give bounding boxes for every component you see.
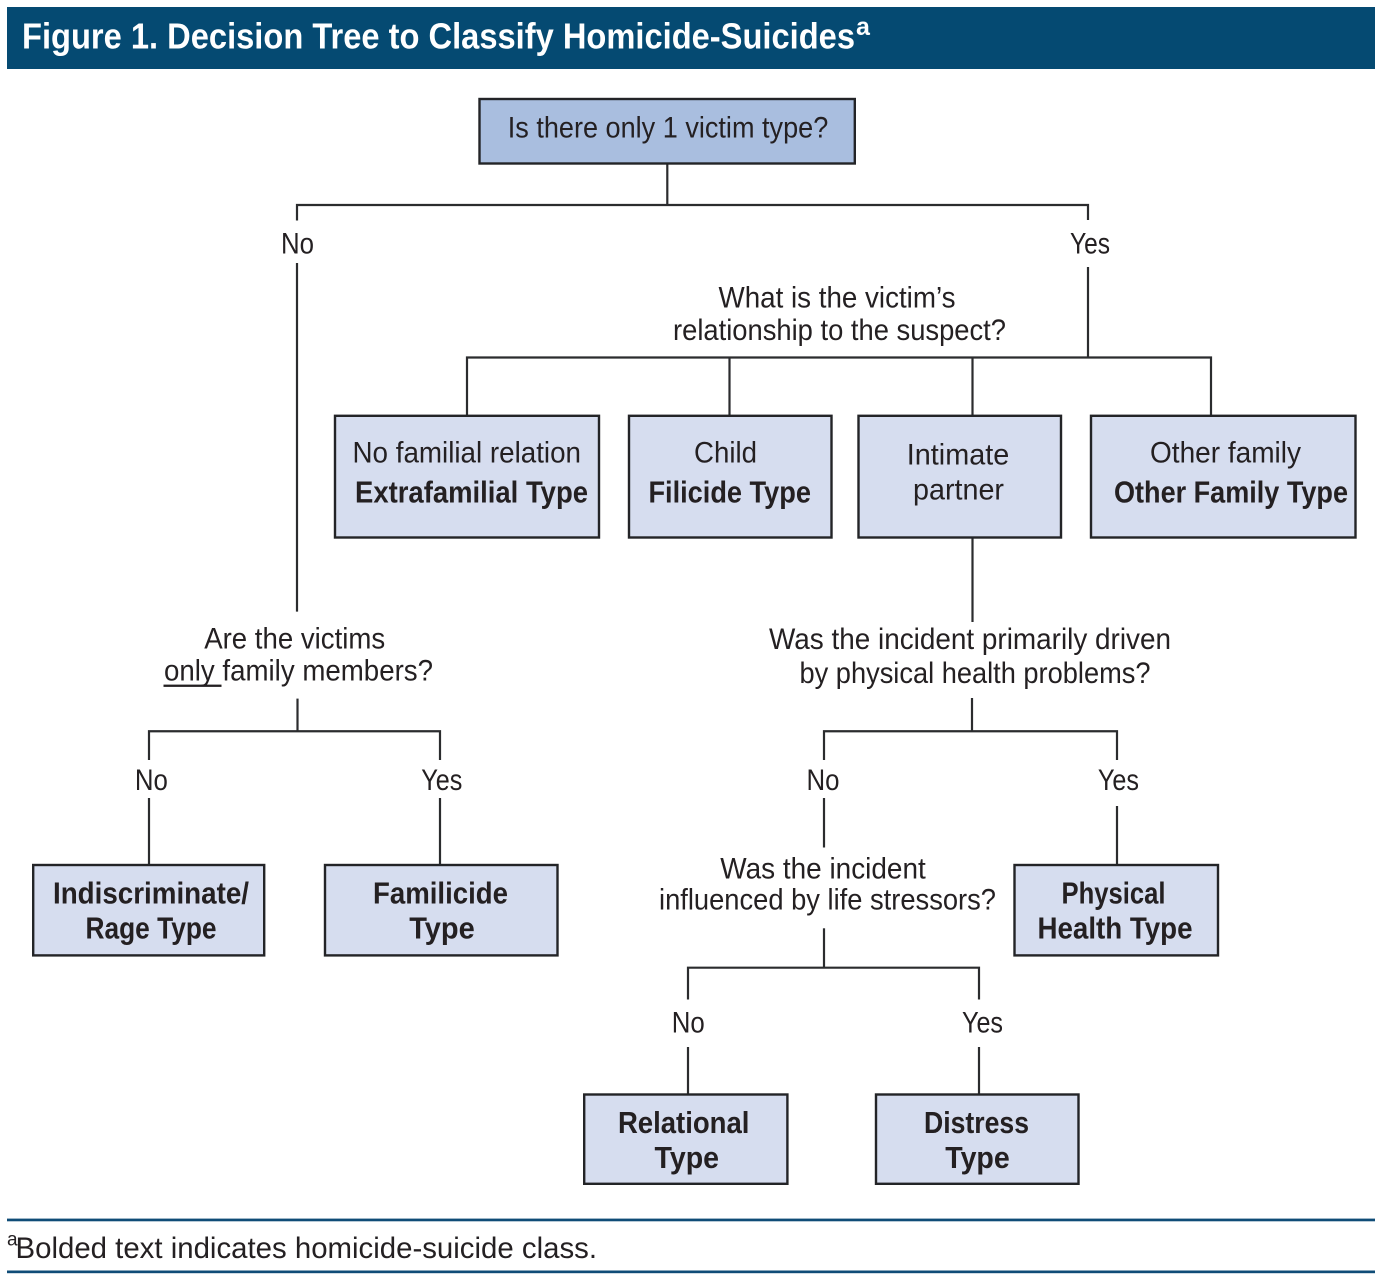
svg-text:Indiscriminate/: Indiscriminate/	[53, 877, 249, 911]
svg-text:Other family: Other family	[1150, 437, 1301, 470]
svg-text:Yes: Yes	[421, 764, 462, 797]
svg-text:Are the victims: Are the victims	[204, 623, 385, 656]
svg-text:Filicide Type: Filicide Type	[648, 476, 811, 510]
svg-text:Yes: Yes	[962, 1007, 1003, 1040]
svg-text:Was the incident primarily dri: Was the incident primarily driven	[769, 623, 1171, 656]
svg-text:a: a	[7, 1230, 18, 1251]
svg-text:Intimate: Intimate	[907, 439, 1010, 472]
svg-text:Physical: Physical	[1062, 877, 1166, 911]
svg-text:Other Family Type: Other Family Type	[1114, 476, 1348, 510]
svg-text:Figure 1. Decision Tree to Cla: Figure 1. Decision Tree to Classify Homi…	[22, 16, 855, 57]
svg-text:Extrafamilial Type: Extrafamilial Type	[355, 476, 588, 510]
svg-text:Health Type: Health Type	[1038, 912, 1193, 946]
svg-text:No: No	[281, 228, 314, 261]
svg-text:relationship to the suspect?: relationship to the suspect?	[673, 314, 1006, 347]
svg-text:Type: Type	[409, 912, 475, 946]
svg-text:only family members?: only family members?	[164, 655, 433, 688]
svg-text:Relational: Relational	[618, 1106, 750, 1140]
svg-text:Rage Type: Rage Type	[86, 912, 217, 946]
svg-text:Familicide: Familicide	[373, 877, 508, 911]
svg-text:No: No	[135, 764, 168, 797]
svg-text:No familial relation: No familial relation	[353, 437, 582, 470]
svg-text:partner: partner	[913, 474, 1004, 507]
svg-text:No: No	[672, 1007, 705, 1040]
svg-text:Bolded text indicates homicide: Bolded text indicates homicide-suicide c…	[16, 1232, 598, 1265]
svg-text:Type: Type	[945, 1141, 1010, 1175]
svg-text:influenced by life stressors?: influenced by life stressors?	[659, 884, 996, 917]
svg-text:Child: Child	[694, 437, 757, 470]
svg-text:Yes: Yes	[1070, 228, 1110, 261]
svg-text:Type: Type	[655, 1141, 720, 1175]
svg-text:by physical health problems?: by physical health problems?	[800, 657, 1151, 690]
svg-text:a: a	[856, 13, 871, 41]
svg-text:Yes: Yes	[1098, 764, 1139, 797]
svg-text:No: No	[807, 764, 840, 797]
svg-text:Distress: Distress	[924, 1106, 1029, 1140]
svg-text:Was the incident: Was the incident	[720, 852, 926, 885]
svg-text:Is there only 1 victim type?: Is there only 1 victim type?	[508, 112, 829, 145]
svg-text:What is the victim’s: What is the victim’s	[719, 282, 956, 315]
